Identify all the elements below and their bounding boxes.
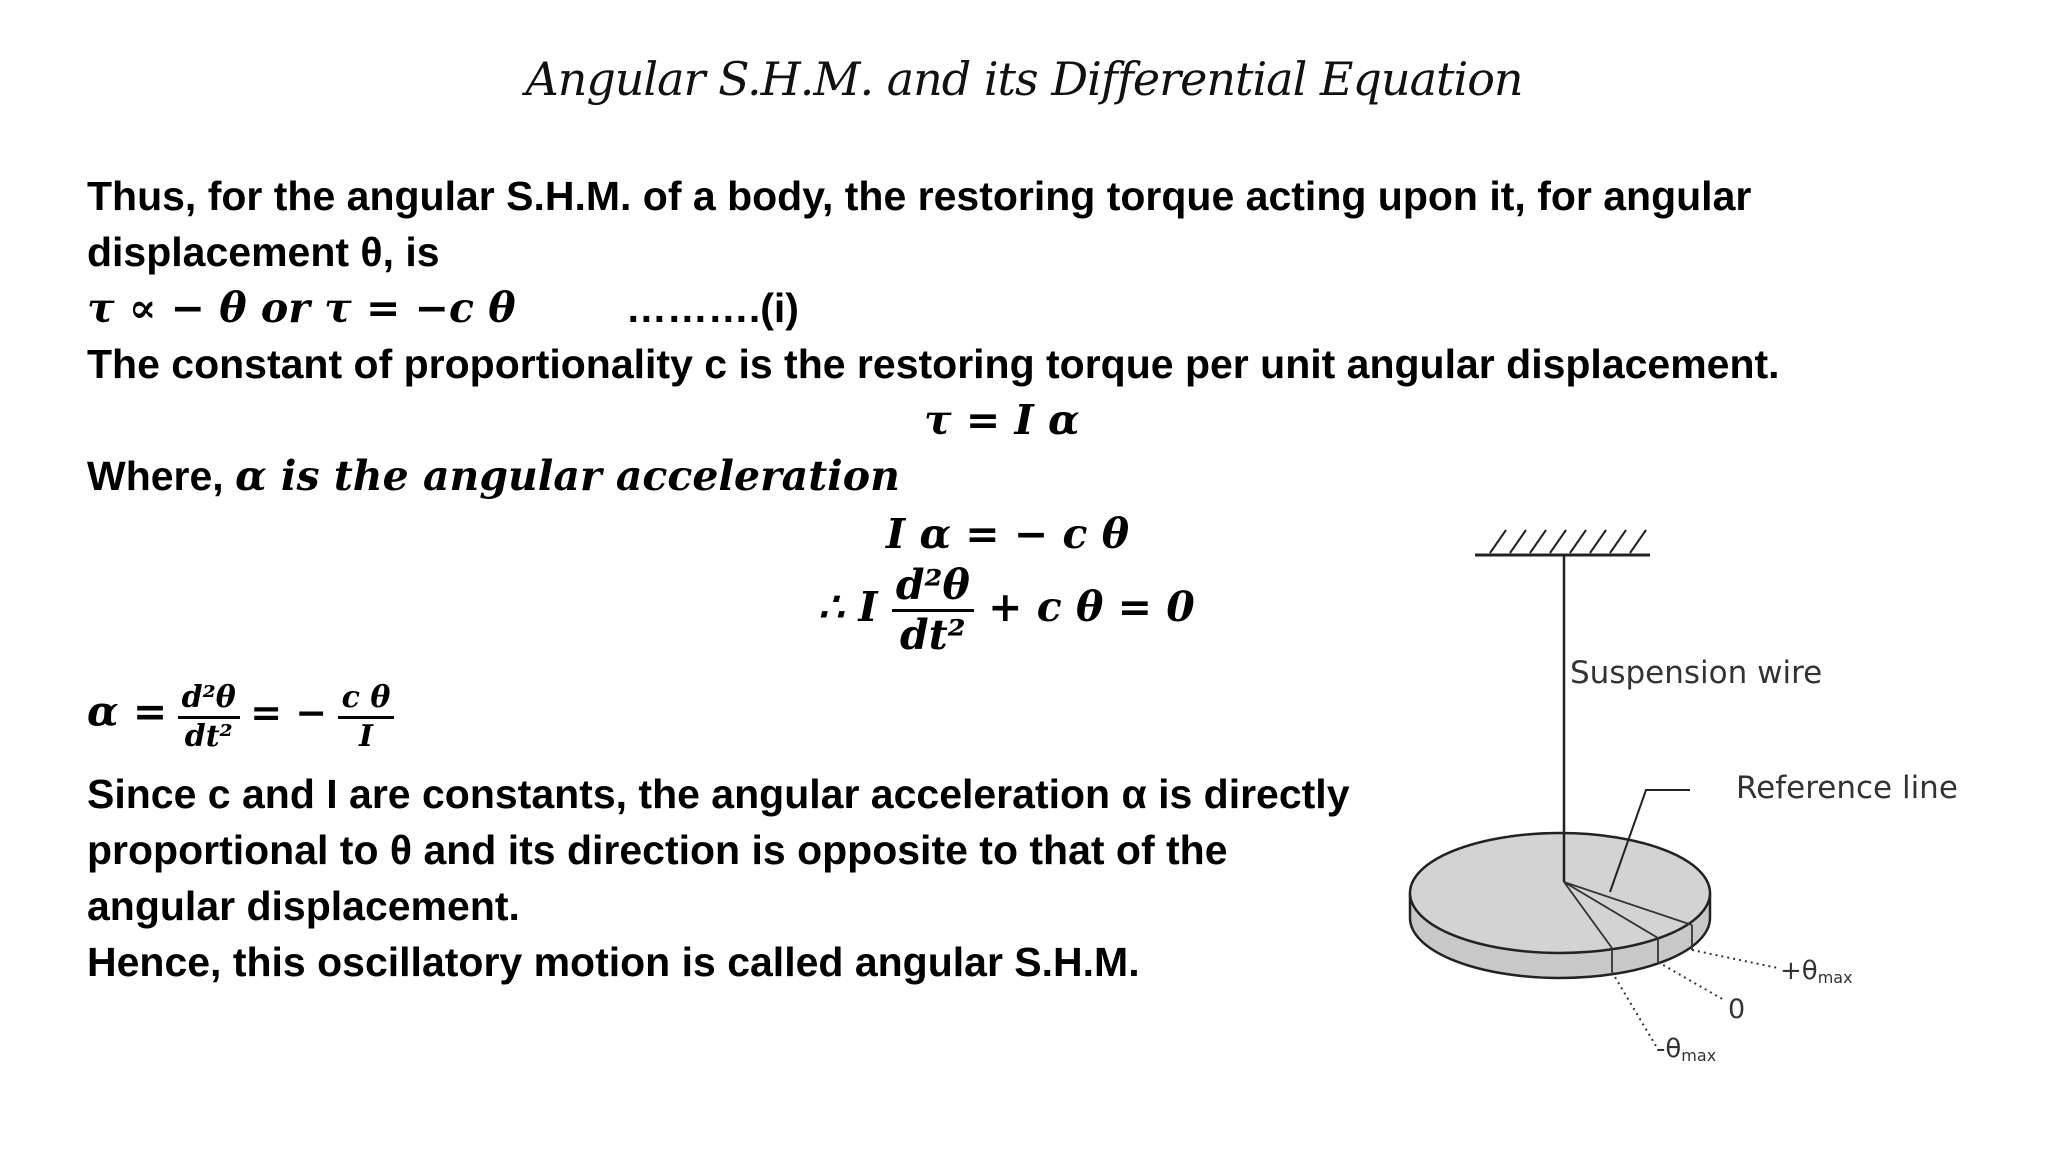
disc (1408, 831, 1712, 980)
conclusion-line-4: Hence, this oscillatory motion is called… (87, 939, 1140, 985)
reference-line (1609, 789, 1690, 893)
minus-theta-symbol: -θ (1656, 1034, 1681, 1064)
minus-theta-subscript: max (1681, 1046, 1716, 1065)
eq4-numerator: d²θ (895, 561, 970, 609)
intro-line-1: Thus, for the angular S.H.M. of a body, … (87, 173, 1752, 219)
equation-alpha: α = d²θ dt² = − c θ I (87, 680, 395, 755)
zero-label: 0 (1728, 994, 1745, 1025)
intro-line-2: displacement θ, is (87, 229, 440, 275)
reference-line-label: Reference line (1736, 770, 1958, 806)
eq5-denominator-1: dt² (184, 719, 233, 754)
eq5-lhs: α = (87, 687, 168, 736)
equation-torque: τ = I α (924, 396, 1080, 444)
eq4-suffix: + c θ = 0 (988, 583, 1195, 632)
eq4-prefix: ∴ I (818, 583, 878, 632)
where-math: α is the angular acceleration (235, 452, 900, 500)
eq5-numerator-2: c θ (341, 680, 391, 715)
eq4-fraction: d²θ dt² (891, 561, 974, 660)
ceiling-hatching (1489, 529, 1647, 554)
where-label: Where, (87, 453, 236, 499)
minus-theta-max-label: -θmax (1656, 1034, 1716, 1065)
plus-theta-symbol: +θ (1780, 956, 1818, 986)
plus-theta-subscript: max (1818, 968, 1853, 987)
equation-i: τ ∝ − θ or τ = −c θ ……….(i) (87, 280, 799, 336)
equation-ialpha: I α = − c θ (886, 510, 1130, 558)
eq4-denominator: dt² (900, 611, 966, 660)
eq5-fraction-bar-1 (177, 716, 240, 719)
slide-title: Angular S.H.M. and its Differential Equa… (525, 52, 1523, 106)
eq5-fraction-1: d²θ dt² (177, 680, 240, 755)
conclusion-line-3: angular displacement. (87, 883, 520, 929)
suspension-wire-label: Suspension wire (1570, 655, 1822, 691)
equation-i-math: τ ∝ − θ or τ = −c θ (87, 284, 516, 332)
equation-i-tag: ……….(i) (625, 285, 799, 331)
eq5-fraction-bar-2 (337, 716, 395, 719)
plus-theta-max-label: +θmax (1780, 956, 1853, 987)
eq5-numerator-1: d²θ (181, 680, 236, 715)
equation-differential: ∴ I d²θ dt² + c θ = 0 (818, 561, 1195, 660)
angle-leaders (1611, 949, 1779, 1047)
eq5-fraction-2: c θ I (337, 680, 395, 755)
eq5-denominator-2: I (358, 719, 373, 754)
radial-lines (1563, 881, 1693, 972)
constant-definition: The constant of proportionality c is the… (87, 341, 1780, 387)
conclusion-line-1: Since c and I are constants, the angular… (87, 771, 1350, 817)
where-line: Where, α is the angular acceleration (87, 448, 900, 504)
torsion-pendulum-diagram: Suspension wire Reference line +θmax 0 -… (1408, 529, 1958, 1065)
eq4-fraction-bar (891, 609, 974, 613)
eq5-equals: = − (250, 689, 328, 735)
conclusion-line-2: proportional to θ and its direction is o… (87, 827, 1228, 873)
